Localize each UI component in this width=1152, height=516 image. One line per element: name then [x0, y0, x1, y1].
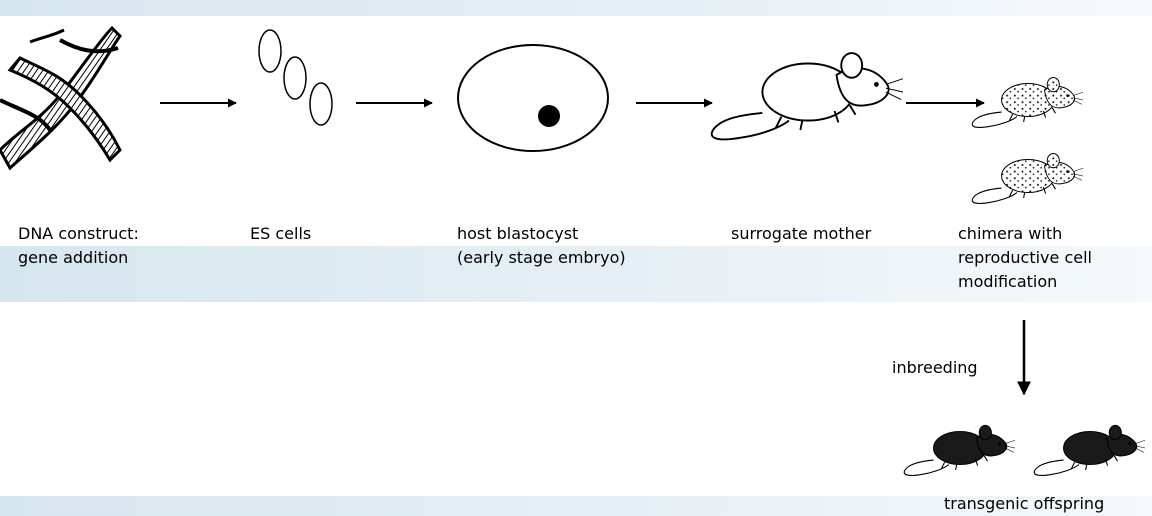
- step-label-surrogate-mother: surrogate mother: [731, 222, 871, 246]
- transgenic-offspring-mouse-icon: [1033, 424, 1146, 477]
- es-cells-icon: [258, 29, 333, 126]
- label-line: reproductive cell: [958, 248, 1092, 267]
- surrogate-mother-mouse-icon: [710, 52, 904, 141]
- label-line: chimera with: [958, 224, 1063, 243]
- offspring-label: transgenic offspring: [944, 494, 1105, 513]
- label-line: ES cells: [250, 224, 312, 243]
- label-line: (early stage embryo): [457, 248, 626, 267]
- label-line: modification: [958, 272, 1058, 291]
- label-line: surrogate mother: [731, 224, 872, 243]
- middle-band: [0, 246, 1152, 302]
- transgenic-offspring-mouse-icon: [903, 424, 1016, 477]
- chimera-mouse-icon: [971, 152, 1084, 205]
- step-label-host-blastocyst: host blastocyst (early stage embryo): [457, 222, 626, 270]
- inbreeding-label: inbreeding: [892, 358, 978, 377]
- label-line: host blastocyst: [457, 224, 579, 243]
- label-line: gene addition: [18, 248, 129, 267]
- step-label-dna-construct: DNA construct: gene addition: [18, 222, 139, 270]
- top-band: [0, 0, 1152, 16]
- chimera-mouse-icon: [971, 76, 1084, 129]
- step-label-es-cells: ES cells: [250, 222, 311, 246]
- dna-helix-icon: [0, 25, 122, 171]
- label-line: DNA construct:: [18, 224, 139, 243]
- blastocyst-icon: [457, 44, 609, 152]
- bottom-band: [0, 496, 1152, 516]
- step-label-chimera: chimera with reproductive cell modificat…: [958, 222, 1092, 294]
